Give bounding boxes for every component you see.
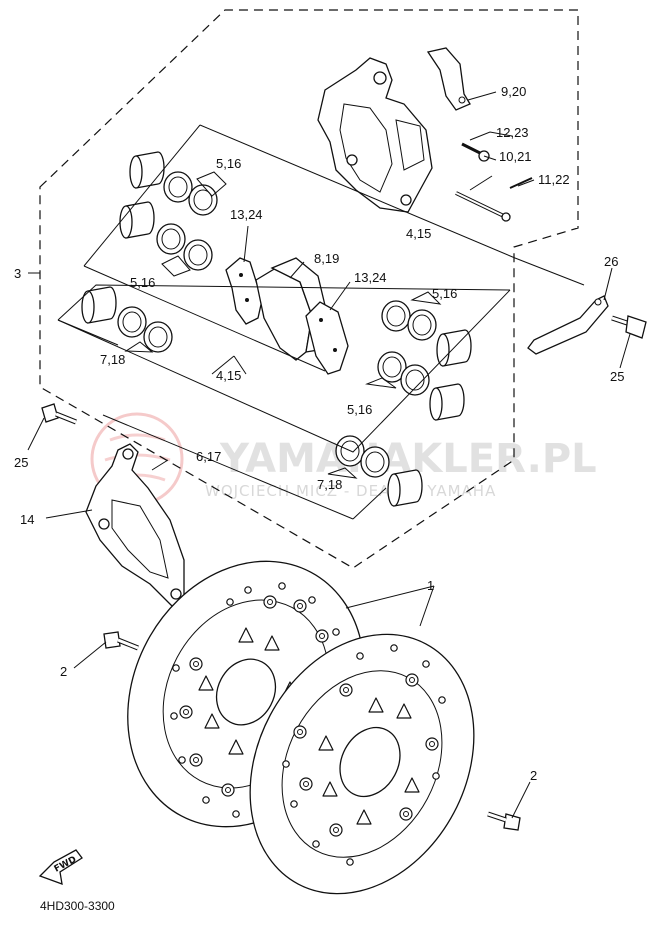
label-10-21: 10,21 bbox=[499, 149, 532, 164]
label-5-16-a: 5,16 bbox=[216, 156, 241, 171]
label-25-right: 25 bbox=[610, 369, 624, 384]
label-2-right: 2 bbox=[530, 768, 537, 783]
caliper-assembly-outline bbox=[39, 9, 579, 569]
label-5-16-c: 5,16 bbox=[432, 286, 457, 301]
disc-bolts bbox=[103, 631, 521, 831]
mount-bolt-left bbox=[41, 403, 77, 425]
label-5-16-d: 5,16 bbox=[347, 402, 372, 417]
label-2-left: 2 bbox=[60, 664, 67, 679]
pad-pin-clip bbox=[527, 295, 647, 355]
label-3: 3 bbox=[14, 266, 21, 281]
label-8-19: 8,19 bbox=[314, 251, 339, 266]
label-1: 1 bbox=[427, 578, 434, 593]
forward-direction-badge: FWD bbox=[38, 849, 83, 885]
label-5-16-b: 5,16 bbox=[130, 275, 155, 290]
label-25-left: 25 bbox=[14, 455, 28, 470]
label-26: 26 bbox=[604, 254, 618, 269]
label-6-17: 6,17 bbox=[196, 449, 221, 464]
part-labels: 1 2 2 3 4,15 4,15 5,16 5,16 5,16 5,16 6,… bbox=[14, 84, 624, 913]
watermark-subtitle: WOJCIECH MICZ - DEALER YAMAHA bbox=[205, 482, 496, 500]
label-14: 14 bbox=[20, 512, 34, 527]
caliper-body-upper bbox=[317, 47, 533, 222]
label-7-18-a: 7,18 bbox=[100, 352, 125, 367]
label-4-15-top: 4,15 bbox=[406, 226, 431, 241]
label-7-18-b: 7,18 bbox=[317, 477, 342, 492]
leader-lines bbox=[27, 91, 631, 819]
brake-disc-front bbox=[249, 633, 475, 895]
label-13-24-b: 13,24 bbox=[354, 270, 387, 285]
forward-arrow-icon bbox=[38, 849, 83, 885]
label-9-20: 9,20 bbox=[501, 84, 526, 99]
label-11-22: 11,22 bbox=[538, 172, 570, 187]
diagram-code: 4HD300-3300 bbox=[40, 899, 115, 913]
brake-pads bbox=[225, 257, 349, 375]
label-12-23: 12,23 bbox=[496, 125, 529, 140]
label-4-15-bottom: 4,15 bbox=[216, 368, 241, 383]
caliper-body-lower bbox=[85, 443, 185, 607]
label-13-24-a: 13,24 bbox=[230, 207, 263, 222]
